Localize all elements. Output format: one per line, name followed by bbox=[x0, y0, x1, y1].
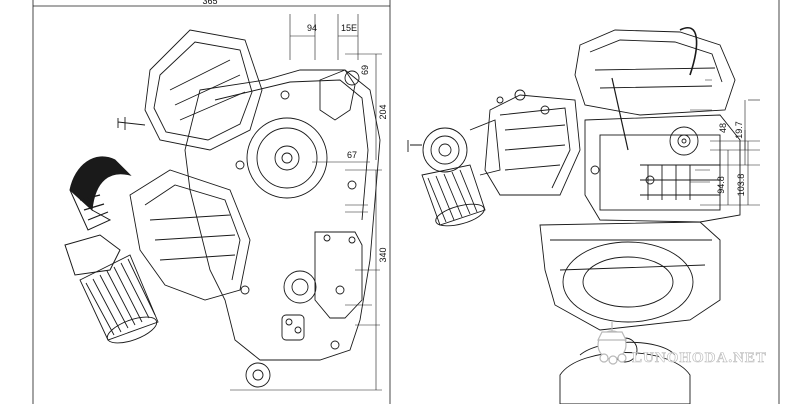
engine-side-view bbox=[117, 29, 381, 388]
dimension-h: 19.7 bbox=[734, 121, 744, 139]
dimension-top-width: 365 bbox=[202, 0, 217, 6]
watermark: LUNOHODA.NET bbox=[597, 322, 767, 366]
drawing-frame bbox=[32, 0, 780, 404]
intake-and-air-filter-right bbox=[407, 119, 501, 227]
intake-and-air-filter-left bbox=[64, 156, 159, 344]
dimension-j: 103.8 bbox=[736, 174, 746, 197]
dimension-b: 15E bbox=[341, 23, 357, 33]
dimension-d: 204 bbox=[378, 104, 388, 119]
watermark-text: LUNOHODA.NET bbox=[632, 350, 767, 366]
dimension-f: 340 bbox=[378, 247, 388, 262]
dimension-g: 48 bbox=[718, 123, 728, 133]
annotation-notes-right bbox=[690, 79, 712, 183]
dimension-lines-left bbox=[230, 14, 382, 391]
engine-front-view bbox=[484, 27, 741, 404]
dimension-e: 69 bbox=[360, 65, 370, 75]
dimension-i: 94.8 bbox=[716, 176, 726, 194]
annotation-notes-left bbox=[345, 204, 380, 326]
dimension-a: 94 bbox=[307, 23, 317, 33]
dimension-lines-right bbox=[700, 99, 760, 206]
watermark-lunar-rover-icon bbox=[597, 322, 627, 365]
dimension-c: 67 bbox=[347, 150, 357, 160]
